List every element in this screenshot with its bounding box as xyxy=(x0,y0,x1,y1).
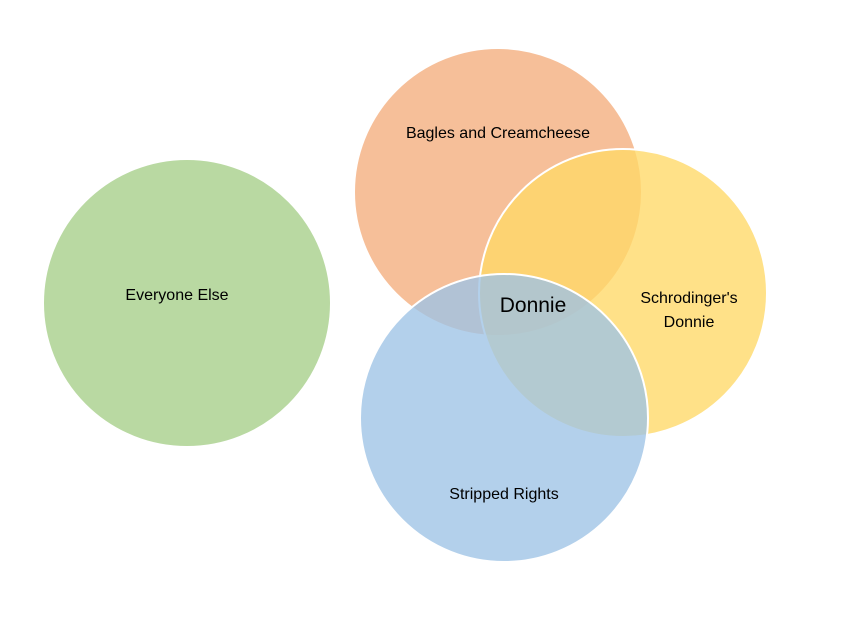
circle-everyone-else xyxy=(42,158,332,448)
label-stripped-rights: Stripped Rights xyxy=(449,486,558,503)
label-schrodingers-line1: Schrodinger's xyxy=(640,290,737,307)
label-donnie: Donnie xyxy=(500,294,567,317)
label-schrodingers-line2: Donnie xyxy=(664,314,715,331)
circle-stripped-rights xyxy=(359,273,649,563)
label-bagels-and-creamcheese: Bagles and Creamcheese xyxy=(406,125,590,142)
label-everyone-else: Everyone Else xyxy=(125,287,228,304)
